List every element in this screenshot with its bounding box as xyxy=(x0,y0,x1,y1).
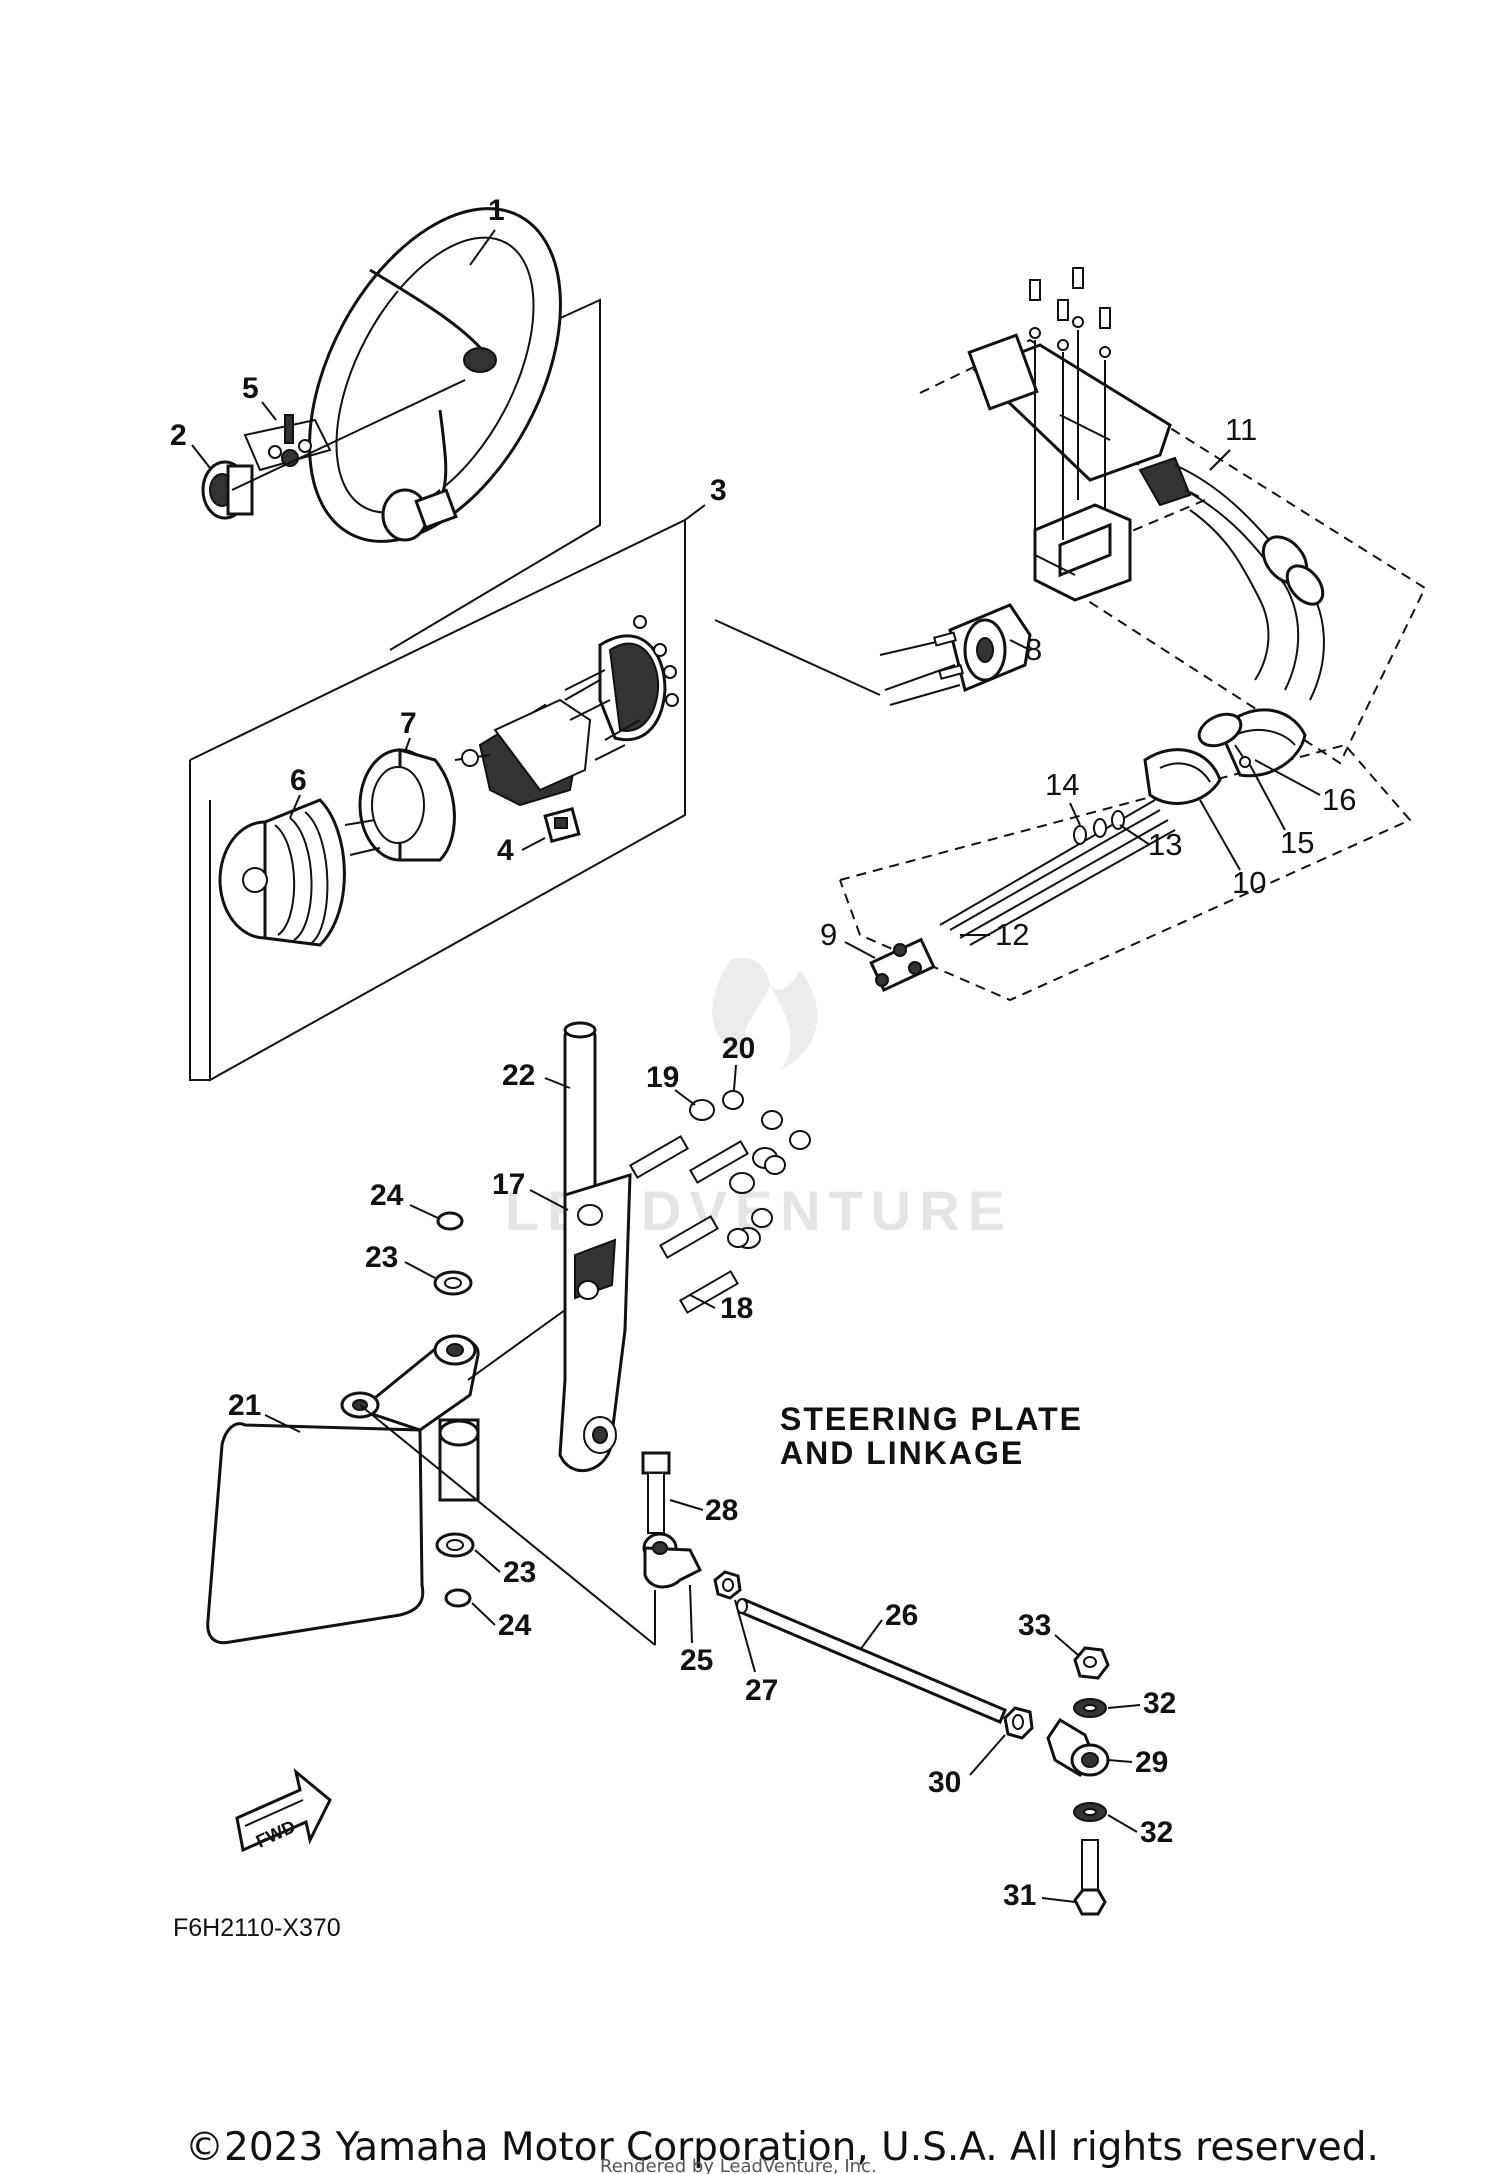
callout-30: 30 xyxy=(928,1766,961,1799)
callout-23b: 23 xyxy=(503,1556,536,1589)
callout-4: 4 xyxy=(497,834,514,867)
helm-ring xyxy=(358,748,456,862)
callout-28: 28 xyxy=(705,1494,738,1527)
helm-flange xyxy=(598,615,679,742)
cylinder-bracket xyxy=(1033,503,1132,602)
tie-rod xyxy=(736,1598,1007,1724)
hose-clamp xyxy=(1197,712,1251,768)
helm-body xyxy=(454,679,601,807)
callout-16: 16 xyxy=(1322,782,1356,817)
callout-18: 18 xyxy=(720,1292,753,1325)
helm-screws xyxy=(344,669,641,856)
steering-plate xyxy=(206,1334,480,1645)
callout-23a: 23 xyxy=(365,1241,398,1274)
diagram-title-line2: AND LINKAGE xyxy=(780,1435,1024,1471)
steering-cylinder xyxy=(967,333,1192,507)
callout-20: 20 xyxy=(722,1032,755,1065)
callout-24a: 24 xyxy=(370,1179,404,1212)
callout-2: 2 xyxy=(170,419,187,452)
hub-nut xyxy=(201,460,254,520)
cylinder-hose-group: 11 8 xyxy=(879,267,1427,765)
callout-21: 21 xyxy=(228,1389,261,1422)
copyright-notice: ©2023 Yamaha Motor Corporation, U.S.A. A… xyxy=(185,2125,1379,2170)
callout-9: 9 xyxy=(820,917,837,952)
callout-24b: 24 xyxy=(498,1609,532,1642)
callout-32a: 32 xyxy=(1143,1687,1176,1720)
callout-33: 33 xyxy=(1018,1609,1051,1642)
callout-32b: 32 xyxy=(1140,1816,1173,1849)
helm-pump xyxy=(879,603,1032,706)
callout-8: 8 xyxy=(1025,632,1042,667)
hydraulic-hoses xyxy=(1174,464,1325,701)
nut-30 xyxy=(1003,1706,1034,1740)
bolt-28 xyxy=(641,1451,671,1534)
diagram-title-line1: STEERING PLATE xyxy=(780,1401,1083,1437)
nut-27 xyxy=(713,1570,742,1600)
callout-1: 1 xyxy=(488,194,505,227)
callout-12: 12 xyxy=(995,917,1029,952)
callout-14: 14 xyxy=(1045,767,1079,802)
hardware-5 xyxy=(231,379,466,491)
helm-bezel xyxy=(218,798,346,947)
steering-plate-group: 22 19 20 17 24 23 18 21 STEERING PLATE A… xyxy=(206,1021,1176,1916)
diagram-code: F6H2110-X370 xyxy=(173,1914,341,1942)
pivot-rod xyxy=(563,1021,597,1202)
rendered-by-credit: Rendered by LeadVenture, Inc. xyxy=(600,2156,877,2174)
callout-13: 13 xyxy=(1148,827,1182,862)
callout-17: 17 xyxy=(492,1168,525,1201)
callout-25: 25 xyxy=(680,1644,713,1677)
steering-wheel-group: 1 2 5 xyxy=(170,194,601,651)
callout-5: 5 xyxy=(242,372,259,405)
callout-11: 11 xyxy=(1225,412,1257,447)
callout-6: 6 xyxy=(290,764,307,797)
callout-29: 29 xyxy=(1135,1746,1168,1779)
helm-assembly-group: 3 6 7 4 xyxy=(189,474,881,1082)
callout-31: 31 xyxy=(1003,1879,1036,1912)
washers-nuts xyxy=(689,1090,811,1249)
studs xyxy=(629,1135,749,1314)
callout-22: 22 xyxy=(502,1059,535,1092)
cylinder-bolts xyxy=(1029,267,1111,540)
bushings xyxy=(433,1211,475,1608)
cable-end xyxy=(869,937,936,992)
callout-3: 3 xyxy=(710,474,727,507)
helm-switch xyxy=(543,806,581,844)
callout-19: 19 xyxy=(646,1061,679,1094)
rod-end-29 xyxy=(1046,1717,1110,1777)
callout-10: 10 xyxy=(1232,865,1266,900)
steering-cables xyxy=(939,799,1176,946)
steering-arm xyxy=(558,1172,632,1472)
rod-end-25 xyxy=(642,1532,703,1589)
callout-15: 15 xyxy=(1280,825,1314,860)
callout-26: 26 xyxy=(885,1599,918,1632)
cable-boot-group: 14 13 10 15 16 12 9 xyxy=(820,708,1412,1002)
fwd-arrow: FWD xyxy=(235,1768,332,1853)
callout-27: 27 xyxy=(745,1674,778,1707)
callout-7: 7 xyxy=(400,707,417,740)
hardware-29-33 xyxy=(1073,1646,1110,1916)
